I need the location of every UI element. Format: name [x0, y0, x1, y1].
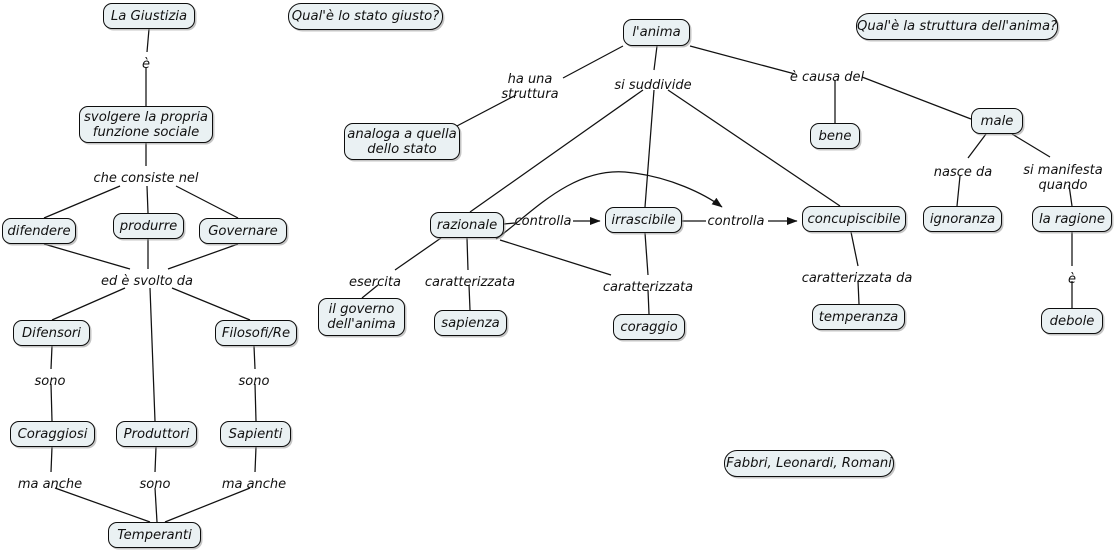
lbl-ha-una-struttura: ha una struttura	[501, 72, 559, 102]
edge-filosofi-sono	[253, 345, 256, 370]
edge-svolto-difensori	[51, 287, 126, 321]
edge-difendere-svolto	[43, 243, 131, 270]
edge-nasceda-ignoranza	[956, 175, 961, 207]
lbl-ed-e-svolto: ed è svolto da	[101, 274, 193, 289]
edge-maanche-temperanti	[54, 487, 151, 523]
node-coraggiosi[interactable]: Coraggiosi	[10, 421, 95, 447]
lbl-si-suddivide: si suddivide	[614, 78, 692, 93]
node-la-ragione[interactable]: la ragione	[1032, 206, 1112, 232]
lbl-nasce-da: nasce da	[933, 165, 993, 180]
node-razionale[interactable]: razionale	[430, 212, 504, 238]
node-la-giustizia[interactable]: La Giustizia	[103, 3, 195, 29]
edge-esercita-ilgoverno	[361, 284, 379, 299]
edge-caratt2-coraggio	[647, 289, 650, 315]
edge-male-nascedaa	[967, 133, 987, 159]
node-sapienza[interactable]: sapienza	[434, 310, 507, 336]
lbl-e-giustizia: è	[142, 57, 150, 72]
node-filosofi-re[interactable]: Filosofi/Re	[215, 320, 297, 346]
edge-anima-hauna	[562, 45, 624, 79]
node-debole[interactable]: debole	[1041, 308, 1103, 334]
node-q-stato[interactable]: Qual'è lo stato giusto?	[288, 3, 443, 30]
lbl-caratterizzata-2: caratterizzata	[602, 280, 694, 295]
edge-difensori-sono	[50, 345, 53, 370]
node-q-anima[interactable]: Qual'è la struttura dell'anima?	[856, 13, 1058, 40]
edge-razionale-esercita	[394, 237, 442, 271]
edge-simanifesta-ragione	[1068, 184, 1073, 207]
node-concupiscibile[interactable]: concupiscibile	[802, 206, 906, 232]
edge-cons-governare	[175, 185, 239, 219]
node-il-governo[interactable]: il governo dell'anima	[318, 298, 405, 336]
node-ignoranza[interactable]: ignoranza	[923, 206, 1002, 232]
edge-razionale-caratt2	[499, 239, 612, 276]
edge-razionale-controlla	[503, 222, 516, 225]
lbl-che-consiste: che consiste nel	[93, 171, 199, 186]
node-bene[interactable]: bene	[810, 123, 860, 149]
lbl-ma-anche-l: ma anche	[17, 477, 83, 492]
edge-sisuddivide-irrascibile	[644, 89, 655, 208]
lbl-esercita: esercita	[349, 275, 401, 290]
lbl-caratterizzata-da: caratterizzata da	[801, 271, 913, 286]
node-irrascibile[interactable]: irrascibile	[605, 207, 682, 233]
node-temperanza[interactable]: temperanza	[812, 304, 905, 330]
edge-governare-svolto	[167, 243, 239, 270]
node-temperanti[interactable]: Temperanti	[108, 522, 201, 548]
lbl-controlla-2: controlla	[707, 214, 765, 229]
edge-cons-produrre	[146, 185, 149, 214]
edge-razionale-curve-irrascibile	[495, 171, 723, 240]
node-coraggio[interactable]: coraggio	[613, 314, 685, 340]
edge-svolto-filosofi	[171, 287, 251, 321]
node-produrre[interactable]: produrre	[113, 213, 184, 239]
edge-anima-sisuddivide	[653, 45, 658, 71]
edge-ecausa-male	[861, 76, 972, 120]
node-produttori[interactable]: Produttori	[116, 421, 197, 447]
lbl-sono-prod: sono	[139, 477, 171, 492]
lbl-e-causa-del: è causa del	[789, 70, 865, 85]
node-governare[interactable]: Governare	[199, 218, 287, 244]
edge-sono-temperanti	[154, 487, 158, 523]
node-lanima[interactable]: l'anima	[623, 19, 690, 46]
edge-hauna-analoga	[454, 94, 517, 128]
edge-irrascibile-caratt2	[644, 232, 649, 276]
edge-cons-difendere	[43, 185, 121, 219]
lbl-controlla-1: controlla	[514, 214, 572, 229]
lbl-ma-anche-r: ma anche	[221, 477, 287, 492]
lbl-sono-dif: sono	[34, 374, 66, 389]
edge-razionale-caratt1	[466, 237, 469, 271]
edge-coraggiosi-maanche	[50, 446, 53, 473]
node-difendere[interactable]: difendere	[2, 218, 76, 244]
edge-sisuddivide-concupiscibile	[667, 89, 841, 207]
node-difensori[interactable]: Difensori	[13, 320, 90, 346]
edge-male-simanifesta	[1011, 133, 1051, 158]
lbl-caratterizzata-1: caratterizzata	[424, 275, 516, 290]
node-male[interactable]: male	[971, 108, 1023, 134]
edge-anima-ecausa	[689, 45, 796, 75]
node-svolgere[interactable]: svolgere la propria funzione sociale	[79, 106, 213, 143]
edge-sisuddivide-razionale	[469, 89, 644, 213]
lbl-si-manifesta: si manifesta quando	[1023, 163, 1103, 193]
edge-caratt1-sapienza	[468, 284, 471, 311]
edge-maanche-temperanti2	[164, 487, 251, 523]
node-credits[interactable]: Fabbri, Leonardi, Romani	[724, 450, 894, 477]
node-analoga[interactable]: analoga a quella dello stato	[344, 123, 460, 160]
edge-carattda-temperanza	[857, 280, 860, 305]
edge-produttori-sono	[154, 446, 157, 473]
edge-giustizia-e	[146, 28, 150, 53]
lbl-sono-fil: sono	[238, 374, 270, 389]
lbl-e-ragione: è	[1068, 272, 1076, 287]
edge-sono-coraggiosi	[50, 383, 53, 422]
edge-concupiscibile-carattda	[850, 231, 859, 267]
edge-sapienti-maanche	[254, 446, 257, 473]
edge-sono-sapienti	[254, 383, 257, 422]
edge-svolto-produttori	[149, 287, 156, 422]
node-sapienti[interactable]: Sapienti	[220, 421, 291, 447]
